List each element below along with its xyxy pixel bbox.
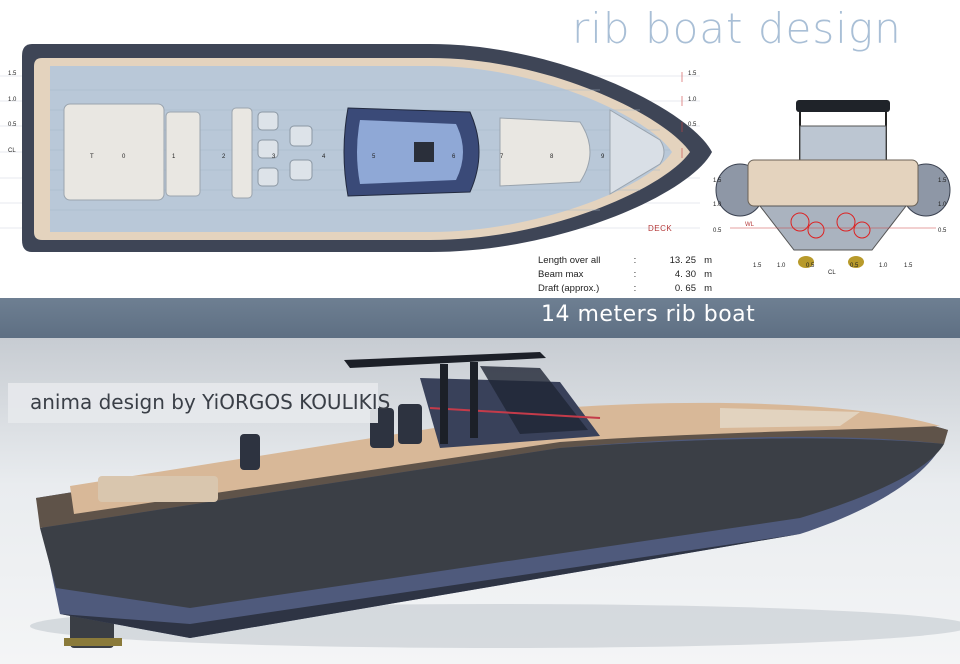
station-label: 5: [372, 154, 376, 160]
designer-credit: anima design by YiORGOS KOULIKIS: [30, 390, 391, 414]
station-label: 4: [322, 154, 326, 160]
plan-right-label: 1.5: [688, 71, 697, 77]
section-right-label: 1.5: [938, 178, 947, 184]
section-left-label: 1.0: [713, 202, 722, 208]
drawing-sheet: rib boat design DECK 1.5 1.0 0.5 CL T 0 …: [0, 0, 960, 298]
section-right-label: 1.0: [938, 202, 947, 208]
station-label: 7: [500, 154, 504, 160]
station-label: 8: [550, 154, 554, 160]
deck-label: DECK: [648, 224, 673, 233]
section-left-label: 0.5: [713, 228, 722, 234]
section-bottom-label: 1.0: [777, 263, 786, 269]
section-view: [715, 100, 951, 268]
title-band: [0, 298, 960, 338]
banner-title: 14 meters rib boat: [541, 302, 756, 327]
section-right-label: 0.5: [938, 228, 947, 234]
station-label: 2: [222, 154, 226, 160]
section-bottom-label: 0.5: [850, 263, 859, 269]
section-bottom-label: 1.0: [879, 263, 888, 269]
spec-row-draft: Draft (approx.) : 0. 65 m: [538, 283, 712, 294]
wl-label-cl: CL: [8, 148, 16, 154]
spec-table: Length over all : 13. 25 m Beam max : 4.…: [538, 254, 712, 296]
station-label: 9: [601, 154, 605, 160]
section-wl-label: WL: [745, 222, 754, 228]
t-top: [344, 352, 546, 368]
station-label: 1: [172, 154, 176, 160]
station-label: 0: [122, 154, 126, 160]
section-left-label: 1.5: [713, 178, 722, 184]
boat-render-illustration: [30, 352, 960, 648]
section-bottom-label: 1.5: [904, 263, 913, 269]
spec-row-length: Length over all : 13. 25 m: [538, 255, 712, 266]
station-label: T: [90, 154, 94, 160]
wl-label-1-5: 1.5: [8, 71, 17, 77]
station-label: 3: [272, 154, 276, 160]
section-bottom-label: 1.5: [753, 263, 762, 269]
aft-sunpad: [63, 103, 165, 201]
wl-label-1-0: 1.0: [8, 97, 17, 103]
spec-row-beam: Beam max : 4. 30 m: [538, 269, 712, 280]
station-label: 6: [452, 154, 456, 160]
section-bottom-label: CL: [828, 270, 836, 276]
credit-box: [8, 383, 378, 423]
boat-render: [0, 338, 960, 664]
section-bottom-label: 0.5: [806, 263, 815, 269]
page-title: rib boat design: [572, 4, 902, 53]
wl-label-0-5: 0.5: [8, 122, 17, 128]
plan-and-section-drawing: [0, 44, 951, 268]
plan-right-label: 1.0: [688, 97, 697, 103]
plan-right-label: 0.5: [688, 122, 697, 128]
